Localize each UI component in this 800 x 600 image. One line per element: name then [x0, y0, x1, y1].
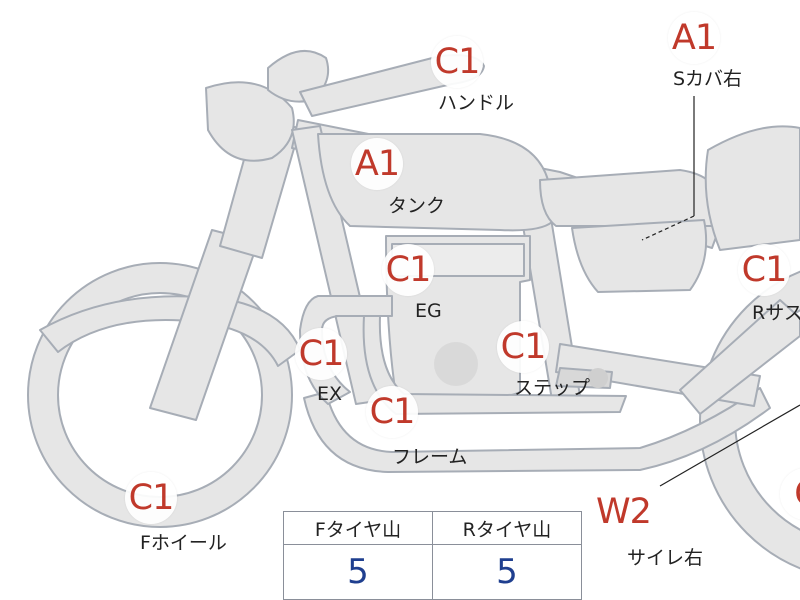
grade-badge-handle: C1 [431, 36, 483, 88]
part-label-s-cover-right: Sカバ右 [673, 68, 743, 90]
engine-cover [434, 342, 478, 386]
tread-value-front: 5 [283, 544, 433, 600]
grade-badge-step: C1 [497, 321, 549, 373]
grade-badge-exhaust: C1 [295, 328, 347, 380]
part-label-handle: ハンドル [438, 92, 515, 114]
part-label-engine: EG [415, 300, 442, 322]
tire-tread-table: Fタイヤ山 Rタイヤ山 5 5 [283, 511, 582, 600]
step-peg [588, 368, 608, 388]
grade-badge-r-suspension: C1 [738, 244, 790, 296]
tail [704, 125, 800, 251]
leader-line-siderail [659, 404, 800, 487]
leader-line-scover-2 [641, 215, 695, 241]
grade-badge-frame: C1 [366, 386, 418, 438]
rear-shock [679, 299, 800, 415]
grade-badge-f-wheel: C1 [125, 472, 177, 524]
grade-badge-rear-wheel-partial: C [780, 468, 800, 520]
headlight [205, 81, 295, 162]
part-label-f-wheel: Fホイール [140, 532, 227, 554]
seat [539, 169, 722, 227]
part-label-tank: タンク [388, 195, 446, 217]
side-cover [571, 219, 708, 293]
tread-value-rear: 5 [432, 544, 582, 600]
part-label-exhaust: EX [317, 383, 343, 405]
part-label-step: ステップ [514, 377, 591, 399]
part-label-frame: フレーム [392, 446, 468, 468]
grade-badge-tank: A1 [351, 138, 403, 190]
grade-badge-side-rail-right: W2 [596, 492, 652, 532]
part-label-side-rail-right: サイレ右 [627, 547, 704, 569]
part-label-r-suspension: Rサス [752, 302, 800, 324]
frame-bottom [303, 387, 771, 473]
tread-header-rear: Rタイヤ山 [432, 511, 582, 545]
exhaust-pipe-2 [335, 315, 627, 415]
grade-badge-engine: C1 [382, 244, 434, 296]
grade-badge-s-cover-right: A1 [668, 12, 720, 64]
tread-header-front: Fタイヤ山 [283, 511, 433, 545]
